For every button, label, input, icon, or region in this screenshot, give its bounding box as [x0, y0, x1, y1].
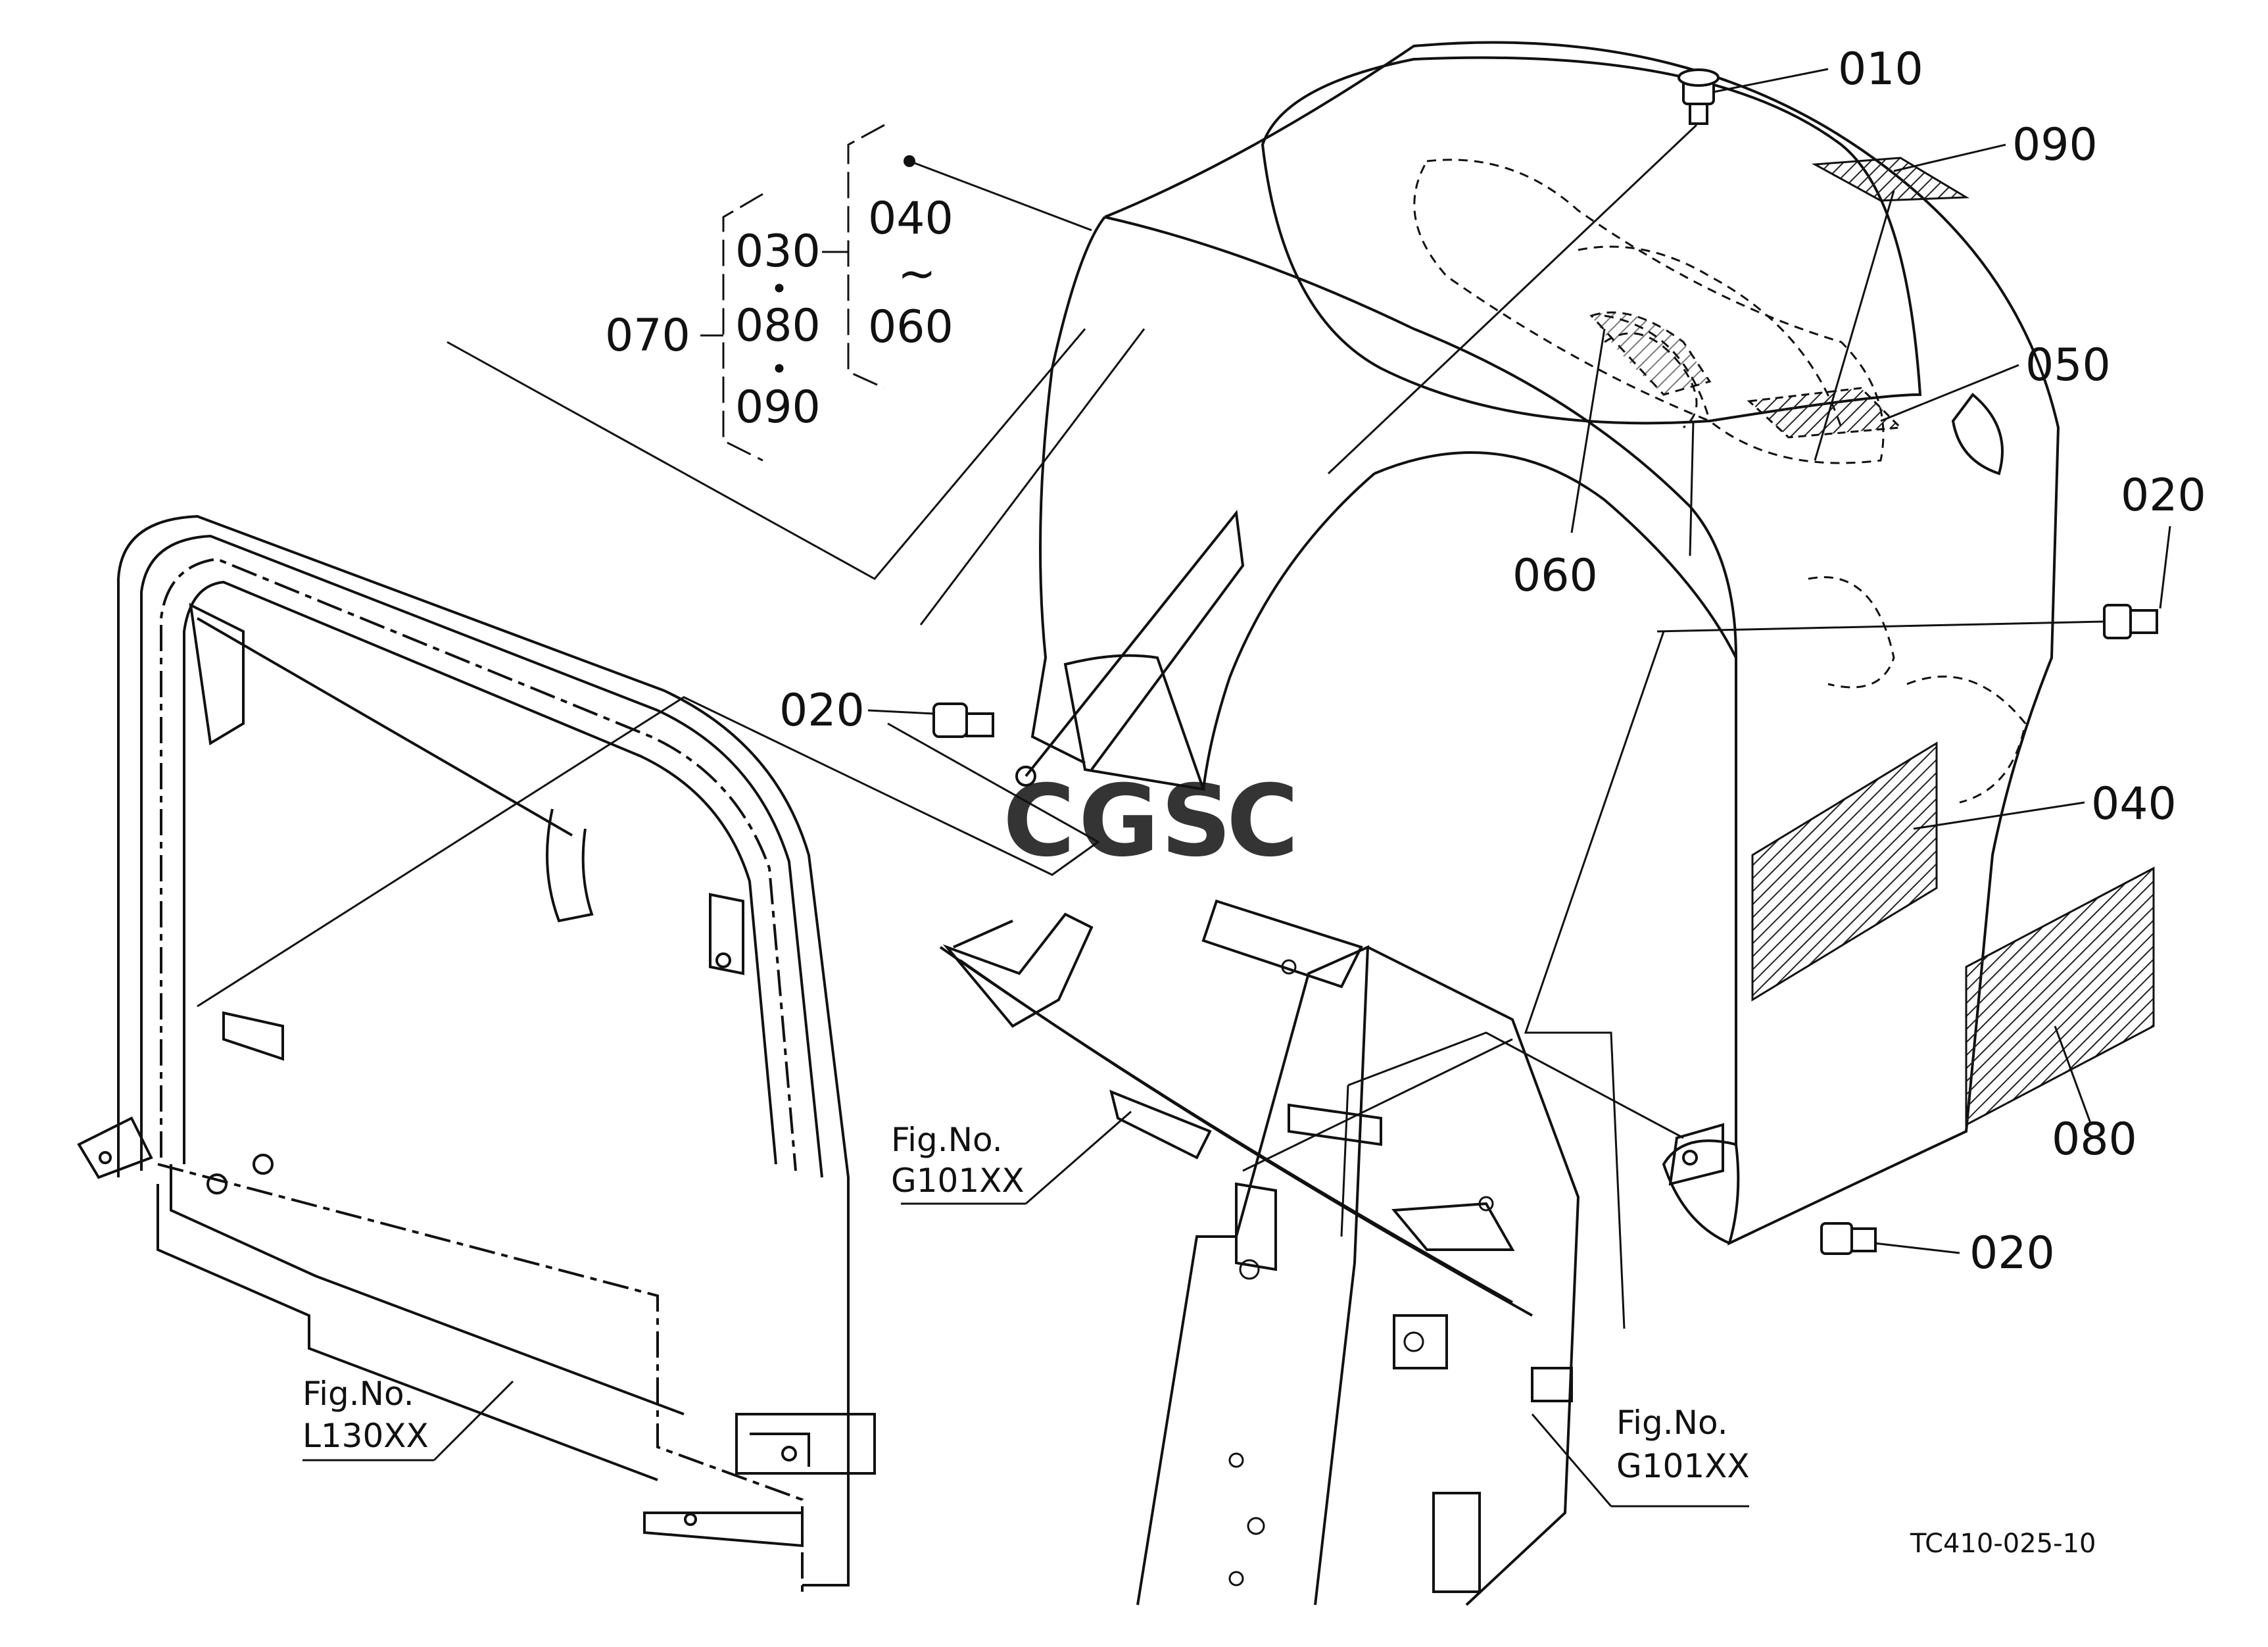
- callout-020-right: 020: [2121, 470, 2206, 522]
- watermark-logo: C G S C: [1003, 764, 1299, 879]
- callout-080: 080: [2052, 1114, 2137, 1166]
- diagram-code: TC410-025-10: [1910, 1529, 2096, 1559]
- watermark-letter-2: G: [1078, 764, 1159, 879]
- group-label-tilde: ~: [898, 247, 936, 301]
- group-label-070: 070: [605, 310, 690, 362]
- group-label-030: 030: [735, 226, 821, 278]
- group-label-060: 060: [868, 301, 953, 353]
- leader-dot: [904, 155, 915, 167]
- group-brackets: [722, 124, 885, 462]
- bolt-020-bottom: [1820, 1222, 1877, 1255]
- callout-050: 050: [2025, 339, 2111, 391]
- callout-010: 010: [1838, 43, 1923, 95]
- callout-060: 060: [1512, 550, 1598, 602]
- figref-l130-line1: Fig.No.: [302, 1375, 414, 1413]
- bonnet-hood: [1015, 41, 2060, 1246]
- group-label-080: 080: [735, 300, 821, 352]
- figref-g101-right-line1: Fig.No.: [1616, 1404, 1728, 1442]
- callout-090: 090: [2012, 119, 2098, 171]
- chassis-frame: [939, 899, 1580, 1606]
- callout-040: 040: [2091, 778, 2177, 830]
- decal-080: [1965, 866, 2155, 1127]
- group-connectors: [700, 251, 848, 373]
- callout-020-bottom: 020: [1969, 1227, 2055, 1279]
- callout-020-left: 020: [779, 685, 865, 737]
- bolt-020-left: [932, 702, 994, 738]
- watermark-letter-3: S: [1161, 764, 1232, 879]
- decal-hatch-060: [1591, 312, 1710, 395]
- watermark-letter-1: C: [1003, 764, 1075, 879]
- figref-g101-left-line1: Fig.No.: [891, 1121, 1003, 1159]
- leader-lines: [197, 68, 2171, 1508]
- figref-g101-right-line2: G101XX: [1616, 1447, 1750, 1485]
- decal-040: [1751, 741, 1938, 1002]
- watermark-letter-4: C: [1226, 764, 1299, 879]
- decal-090: [1811, 157, 1970, 202]
- figref-g101-left-line2: G101XX: [891, 1162, 1025, 1200]
- chassis-bolts: [1228, 959, 1494, 1586]
- bolt-010: [1677, 68, 1720, 125]
- radiator-frame: [77, 514, 876, 1592]
- group-label-090: 090: [735, 381, 821, 433]
- bolt-020-right: [2103, 604, 2158, 639]
- decal-hatch-050: [1747, 387, 1903, 439]
- group-label-040: 040: [868, 193, 953, 245]
- figref-l130-line2: L130XX: [302, 1417, 429, 1455]
- hood-hidden-outline: [1413, 159, 2027, 804]
